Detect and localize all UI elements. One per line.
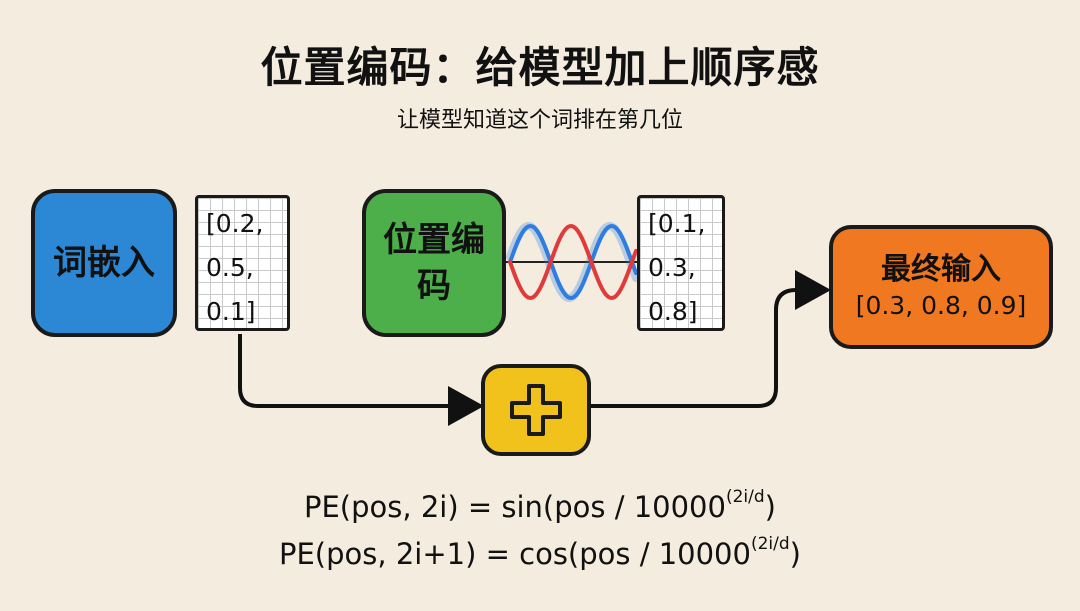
positional-vector-value: 0.3, (648, 253, 696, 282)
word-embedding-box: 词嵌入 (31, 189, 177, 337)
embedding-vector-value: 0.5, (206, 253, 254, 282)
arrow-embedding-to-add (238, 334, 484, 426)
formula-sin-main: PE(pos, 2i) = sin(pos / 10000 (304, 490, 726, 524)
positional-encoding-label: 位置编码 (383, 220, 485, 306)
final-input-label: 最终输入 (881, 252, 1001, 287)
formula-sin: PE(pos, 2i) = sin(pos / 10000(2i/d) (0, 487, 1080, 524)
positional-vector-value: 0.8] (648, 297, 698, 326)
formula-sin-close: ) (764, 490, 776, 524)
formula-cos-main: PE(pos, 2i+1) = cos(pos / 10000 (279, 537, 751, 571)
plus-icon (510, 384, 562, 436)
positional-vector: [0.1, 0.3, 0.8] (637, 195, 725, 331)
page-title: 位置编码：给模型加上顺序感 (260, 43, 820, 92)
sin-wave (508, 223, 638, 300)
cos-wave (508, 224, 638, 301)
arrow-add-to-final (591, 270, 831, 408)
add-node (481, 364, 591, 456)
formula-cos-close: ) (789, 537, 801, 571)
positional-encoding-box: 位置编码 (362, 189, 506, 337)
formula-cos-exponent: (2i/d (750, 534, 790, 554)
embedding-vector: [0.2, 0.5, 0.1] (195, 195, 290, 331)
final-input-box: 最终输入 [0.3, 0.8, 0.9] (829, 225, 1053, 349)
embedding-vector-value: [0.2, (206, 209, 264, 238)
final-input-vector: [0.3, 0.8, 0.9] (855, 291, 1027, 320)
embedding-vector-value: 0.1] (206, 297, 256, 326)
formula-cos: PE(pos, 2i+1) = cos(pos / 10000(2i/d) (0, 534, 1080, 571)
formula-sin-exponent: (2i/d (725, 487, 765, 507)
positional-vector-value: [0.1, (648, 209, 706, 238)
wave-graphic (506, 221, 640, 302)
sin-wave-ghost (506, 221, 640, 302)
page-subtitle: 让模型知道这个词排在第几位 (396, 108, 683, 133)
word-embedding-label: 词嵌入 (53, 243, 155, 283)
